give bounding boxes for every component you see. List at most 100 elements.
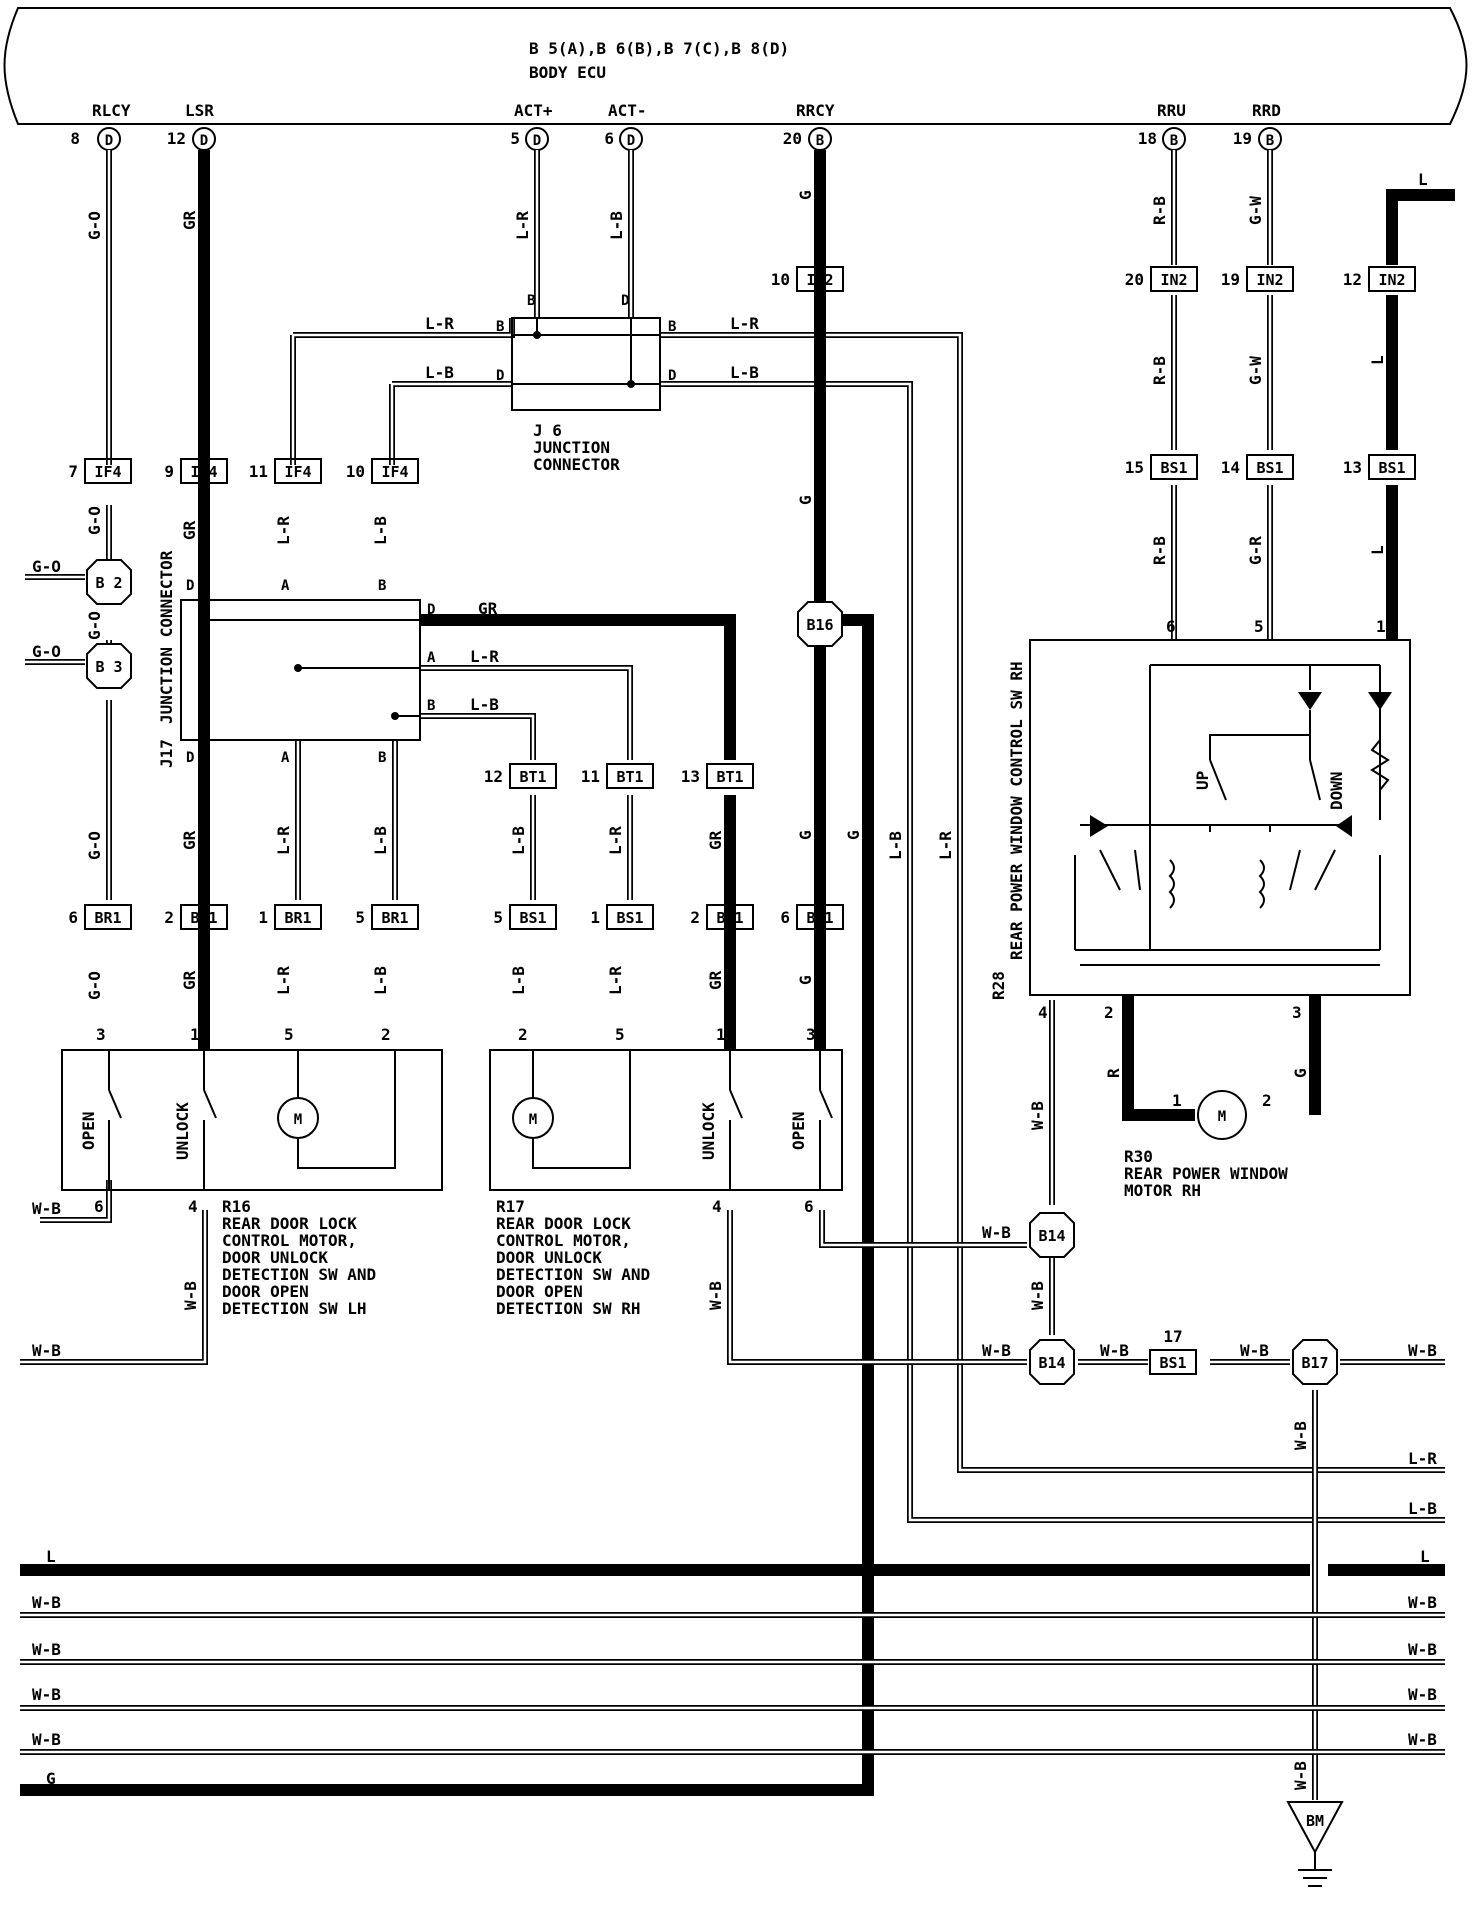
svg-text:M: M xyxy=(294,1112,302,1128)
svg-text:G-O: G-O xyxy=(85,211,104,240)
junction-j17: D A B D A B D A B J17 JUNCTION CONNECTOR xyxy=(157,550,436,768)
svg-text:L-R: L-R xyxy=(730,314,759,333)
svg-text:GR: GR xyxy=(180,520,199,540)
wire-color-labels: G-O G-O G-O G-O G-O G-O G-O GR GR GR GR … xyxy=(32,170,1437,1790)
tag-bs1: BS1 xyxy=(519,909,546,927)
svg-text:JUNCTION CONNECTOR: JUNCTION CONNECTOR xyxy=(157,550,176,724)
svg-text:3: 3 xyxy=(96,1025,106,1044)
svg-text:L-B: L-B xyxy=(886,831,905,860)
svg-text:DOWN: DOWN xyxy=(1327,771,1346,810)
svg-text:17: 17 xyxy=(1163,1327,1182,1346)
svg-text:DOOR OPEN: DOOR OPEN xyxy=(496,1282,583,1301)
svg-text:W-B: W-B xyxy=(1240,1341,1269,1360)
svg-text:W-B: W-B xyxy=(706,1281,725,1310)
svg-text:4: 4 xyxy=(1038,1003,1048,1022)
tag-bt1: BT1 xyxy=(716,768,743,786)
svg-text:W-B: W-B xyxy=(32,1341,61,1360)
pin-conn: D xyxy=(627,133,635,149)
svg-text:D: D xyxy=(186,750,194,766)
svg-text:G-O: G-O xyxy=(85,506,104,535)
pin-num: 20 xyxy=(783,129,802,148)
component-r28: 6 5 1 4 2 3 UP DOWN R28 REAR POWER WINDO… xyxy=(989,617,1411,1022)
svg-text:G: G xyxy=(1291,1068,1310,1078)
svg-text:3: 3 xyxy=(806,1025,816,1044)
component-r16: M OPEN UNLOCK 3 1 5 2 6 4 R16 REAR DOOR … xyxy=(61,1025,443,1318)
r17-id: R17 xyxy=(496,1197,525,1216)
ecu-title: B 5(A),B 6(B),B 7(C),B 8(D) xyxy=(529,39,789,58)
svg-text:CONTROL MOTOR,: CONTROL MOTOR, xyxy=(222,1231,357,1250)
svg-text:14: 14 xyxy=(1221,458,1240,477)
svg-text:G-O: G-O xyxy=(32,642,61,661)
svg-text:13: 13 xyxy=(681,767,700,786)
svg-text:DOOR OPEN: DOOR OPEN xyxy=(222,1282,309,1301)
svg-text:JUNCTION: JUNCTION xyxy=(533,438,610,457)
svg-text:W-B: W-B xyxy=(1408,1640,1437,1659)
component-r17: M UNLOCK OPEN 2 5 1 3 4 6 R17 REAR DOOR … xyxy=(489,1025,843,1318)
svg-text:G-W: G-W xyxy=(1246,196,1265,225)
component-r30: M 1 2 R30 REAR POWER WINDOW MOTOR RH xyxy=(1124,1090,1288,1200)
svg-text:DETECTION SW AND: DETECTION SW AND xyxy=(222,1265,376,1284)
svg-text:GR: GR xyxy=(180,210,199,230)
svg-text:W-B: W-B xyxy=(1028,1101,1047,1130)
svg-text:REAR DOOR LOCK: REAR DOOR LOCK xyxy=(496,1214,631,1233)
tag-bs1: BS1 xyxy=(1159,1354,1186,1372)
ecu-name: BODY ECU xyxy=(529,63,606,82)
svg-text:13: 13 xyxy=(1343,458,1362,477)
svg-text:W-B: W-B xyxy=(32,1685,61,1704)
j6-name: J 6 xyxy=(533,421,562,440)
svg-text:G-O: G-O xyxy=(85,971,104,1000)
svg-text:GR: GR xyxy=(478,599,498,618)
svg-text:W-B: W-B xyxy=(1408,1685,1437,1704)
svg-text:19: 19 xyxy=(1221,270,1240,289)
pin-signal-rrd: RRD xyxy=(1252,101,1281,120)
svg-text:6: 6 xyxy=(804,1197,814,1216)
svg-text:DOOR UNLOCK: DOOR UNLOCK xyxy=(222,1248,328,1267)
svg-text:1: 1 xyxy=(1376,617,1386,636)
svg-text:1: 1 xyxy=(258,908,268,927)
svg-text:L: L xyxy=(1368,355,1387,365)
svg-text:1: 1 xyxy=(590,908,600,927)
svg-text:DETECTION SW AND: DETECTION SW AND xyxy=(496,1265,650,1284)
pin-conn: B xyxy=(1266,133,1274,149)
tag-bs1: BS1 xyxy=(716,909,743,927)
pin-num: 12 xyxy=(167,129,186,148)
svg-text:L-B: L-B xyxy=(425,363,454,382)
svg-text:L-R: L-R xyxy=(425,314,454,333)
tag-br1: BR1 xyxy=(284,909,311,927)
svg-text:5: 5 xyxy=(355,908,365,927)
tag-in2: IN2 xyxy=(806,271,833,289)
svg-text:A: A xyxy=(281,578,290,594)
svg-text:D: D xyxy=(668,368,676,384)
j17-name: J17 xyxy=(157,739,176,768)
svg-text:DETECTION SW LH: DETECTION SW LH xyxy=(222,1299,367,1318)
svg-text:B: B xyxy=(378,578,386,594)
svg-text:MOTOR RH: MOTOR RH xyxy=(1124,1181,1201,1200)
splice-b3: B 3 xyxy=(95,658,122,676)
svg-text:GR: GR xyxy=(706,970,725,990)
junction-j6: B D B D B D J 6 JUNCTION CONNECTOR xyxy=(496,293,676,474)
tag-in2: IN2 xyxy=(1256,271,1283,289)
svg-text:G-O: G-O xyxy=(85,611,104,640)
ecu-pins: 8 D 12 D 5 D 6 D 20 B 18 B 19 B xyxy=(70,127,1282,151)
pin-signal-lsr: LSR xyxy=(185,101,214,120)
tag-br1: BR1 xyxy=(381,909,408,927)
svg-text:10: 10 xyxy=(346,462,365,481)
svg-text:OPEN: OPEN xyxy=(79,1111,98,1150)
tag-if4: IF4 xyxy=(381,463,408,481)
svg-text:10: 10 xyxy=(771,270,790,289)
svg-text:G-W: G-W xyxy=(1246,356,1265,385)
pin-num: 8 xyxy=(70,129,80,148)
pin-conn: D xyxy=(105,133,113,149)
svg-text:L-R: L-R xyxy=(274,966,293,995)
svg-text:G: G xyxy=(796,190,815,200)
svg-text:DETECTION SW RH: DETECTION SW RH xyxy=(496,1299,641,1318)
svg-text:B: B xyxy=(527,293,535,309)
svg-text:L: L xyxy=(1420,1547,1430,1566)
svg-text:D: D xyxy=(621,293,629,309)
svg-text:DOOR UNLOCK: DOOR UNLOCK xyxy=(496,1248,602,1267)
svg-text:2: 2 xyxy=(1262,1091,1272,1110)
svg-text:L-B: L-B xyxy=(470,695,499,714)
svg-text:2: 2 xyxy=(164,908,174,927)
svg-text:G: G xyxy=(46,1769,56,1788)
svg-text:CONTROL MOTOR,: CONTROL MOTOR, xyxy=(496,1231,631,1250)
